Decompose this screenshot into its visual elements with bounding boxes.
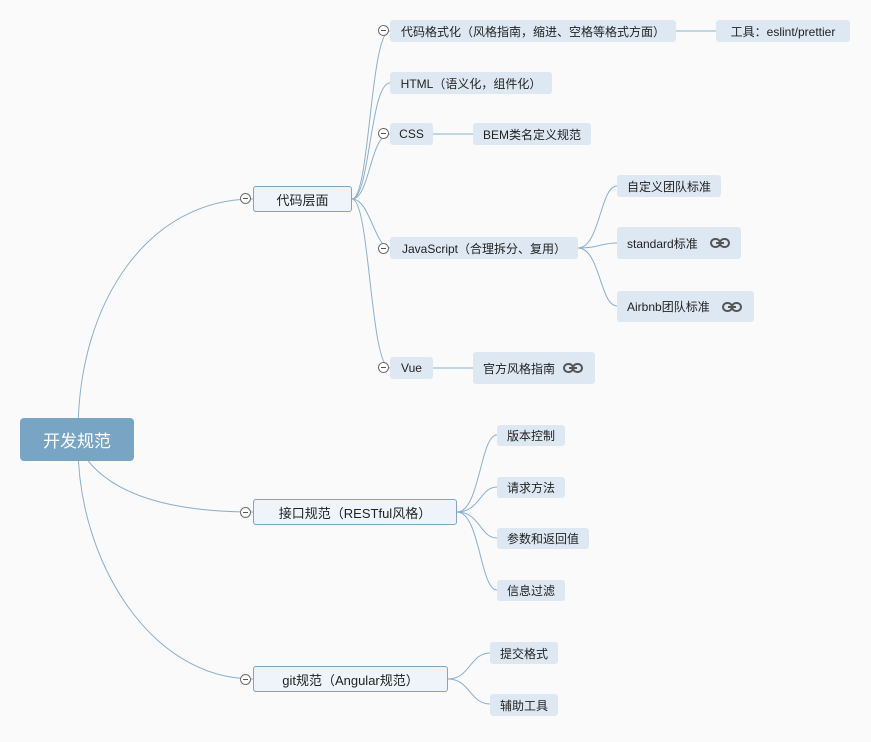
- collapse-circle-icon[interactable]: [240, 507, 251, 518]
- branch-git[interactable]: git规范（Angular规范）: [253, 666, 448, 692]
- css-label: CSS: [399, 127, 424, 141]
- html-label: HTML（语义化，组件化）: [400, 76, 542, 91]
- format-tool-label: 工具：eslint/prettier: [730, 24, 836, 39]
- javascript-label: JavaScript（合理拆分、复用）: [401, 241, 567, 256]
- collapse-circle-icon[interactable]: [378, 243, 389, 254]
- root-label: 开发规范: [43, 432, 111, 451]
- hyperlink-icon[interactable]: [721, 301, 742, 312]
- vue-guide-label: 官方风格指南: [483, 361, 556, 376]
- html-node[interactable]: HTML（语义化，组件化）: [390, 72, 552, 94]
- standard-label: standard标准: [627, 236, 698, 251]
- api-child-label: 参数和返回值: [506, 532, 579, 546]
- api-child-node[interactable]: 请求方法: [497, 477, 565, 498]
- collapse-circle-icon[interactable]: [378, 362, 389, 373]
- branch-code-label: 代码层面: [276, 192, 329, 208]
- vue-guide-node[interactable]: 官方风格指南: [473, 352, 595, 384]
- collapse-circle-icon[interactable]: [240, 674, 251, 685]
- vue-node[interactable]: Vue: [390, 357, 433, 379]
- format-tool-node[interactable]: 工具：eslint/prettier: [716, 20, 850, 42]
- root-node[interactable]: 开发规范: [20, 418, 134, 461]
- hyperlink-icon[interactable]: [563, 363, 584, 373]
- bem-node[interactable]: BEM类名定义规范: [473, 123, 591, 145]
- collapse-circle-icon[interactable]: [378, 25, 389, 36]
- airbnb-label: Airbnb团队标准: [627, 300, 710, 314]
- git-child-label: 提交格式: [499, 646, 548, 661]
- branch-code[interactable]: 代码层面: [253, 186, 352, 212]
- vue-label: Vue: [401, 361, 422, 375]
- collapse-circle-icon[interactable]: [378, 128, 389, 139]
- css-node[interactable]: CSS: [390, 123, 433, 145]
- api-child-label: 信息过滤: [506, 584, 555, 598]
- custom-standard-label: 自定义团队标准: [626, 179, 711, 194]
- collapse-circle-icon[interactable]: [240, 193, 251, 204]
- api-child-node[interactable]: 参数和返回值: [497, 528, 589, 549]
- code-format-node[interactable]: 代码格式化（风格指南，缩进、空格等格式方面）: [390, 20, 676, 42]
- api-child-label: 请求方法: [506, 481, 555, 495]
- git-child-node[interactable]: 辅助工具: [490, 694, 558, 716]
- bem-label: BEM类名定义规范: [482, 127, 581, 142]
- standard-node[interactable]: standard标准: [617, 227, 741, 259]
- api-child-label: 版本控制: [506, 429, 555, 443]
- git-child-node[interactable]: 提交格式: [490, 642, 558, 664]
- hyperlink-icon[interactable]: [709, 238, 730, 248]
- api-child-node[interactable]: 信息过滤: [497, 580, 565, 601]
- branch-git-label: git规范（Angular规范）: [282, 672, 419, 688]
- git-child-label: 辅助工具: [499, 698, 548, 713]
- javascript-node[interactable]: JavaScript（合理拆分、复用）: [390, 237, 578, 259]
- custom-standard-node[interactable]: 自定义团队标准: [617, 175, 721, 197]
- branch-api[interactable]: 接口规范（RESTful风格）: [253, 499, 457, 525]
- branch-api-label: 接口规范（RESTful风格）: [278, 505, 432, 521]
- airbnb-node[interactable]: Airbnb团队标准: [617, 291, 754, 322]
- code-format-label: 代码格式化（风格指南，缩进、空格等格式方面）: [400, 24, 665, 39]
- api-child-node[interactable]: 版本控制: [497, 425, 565, 446]
